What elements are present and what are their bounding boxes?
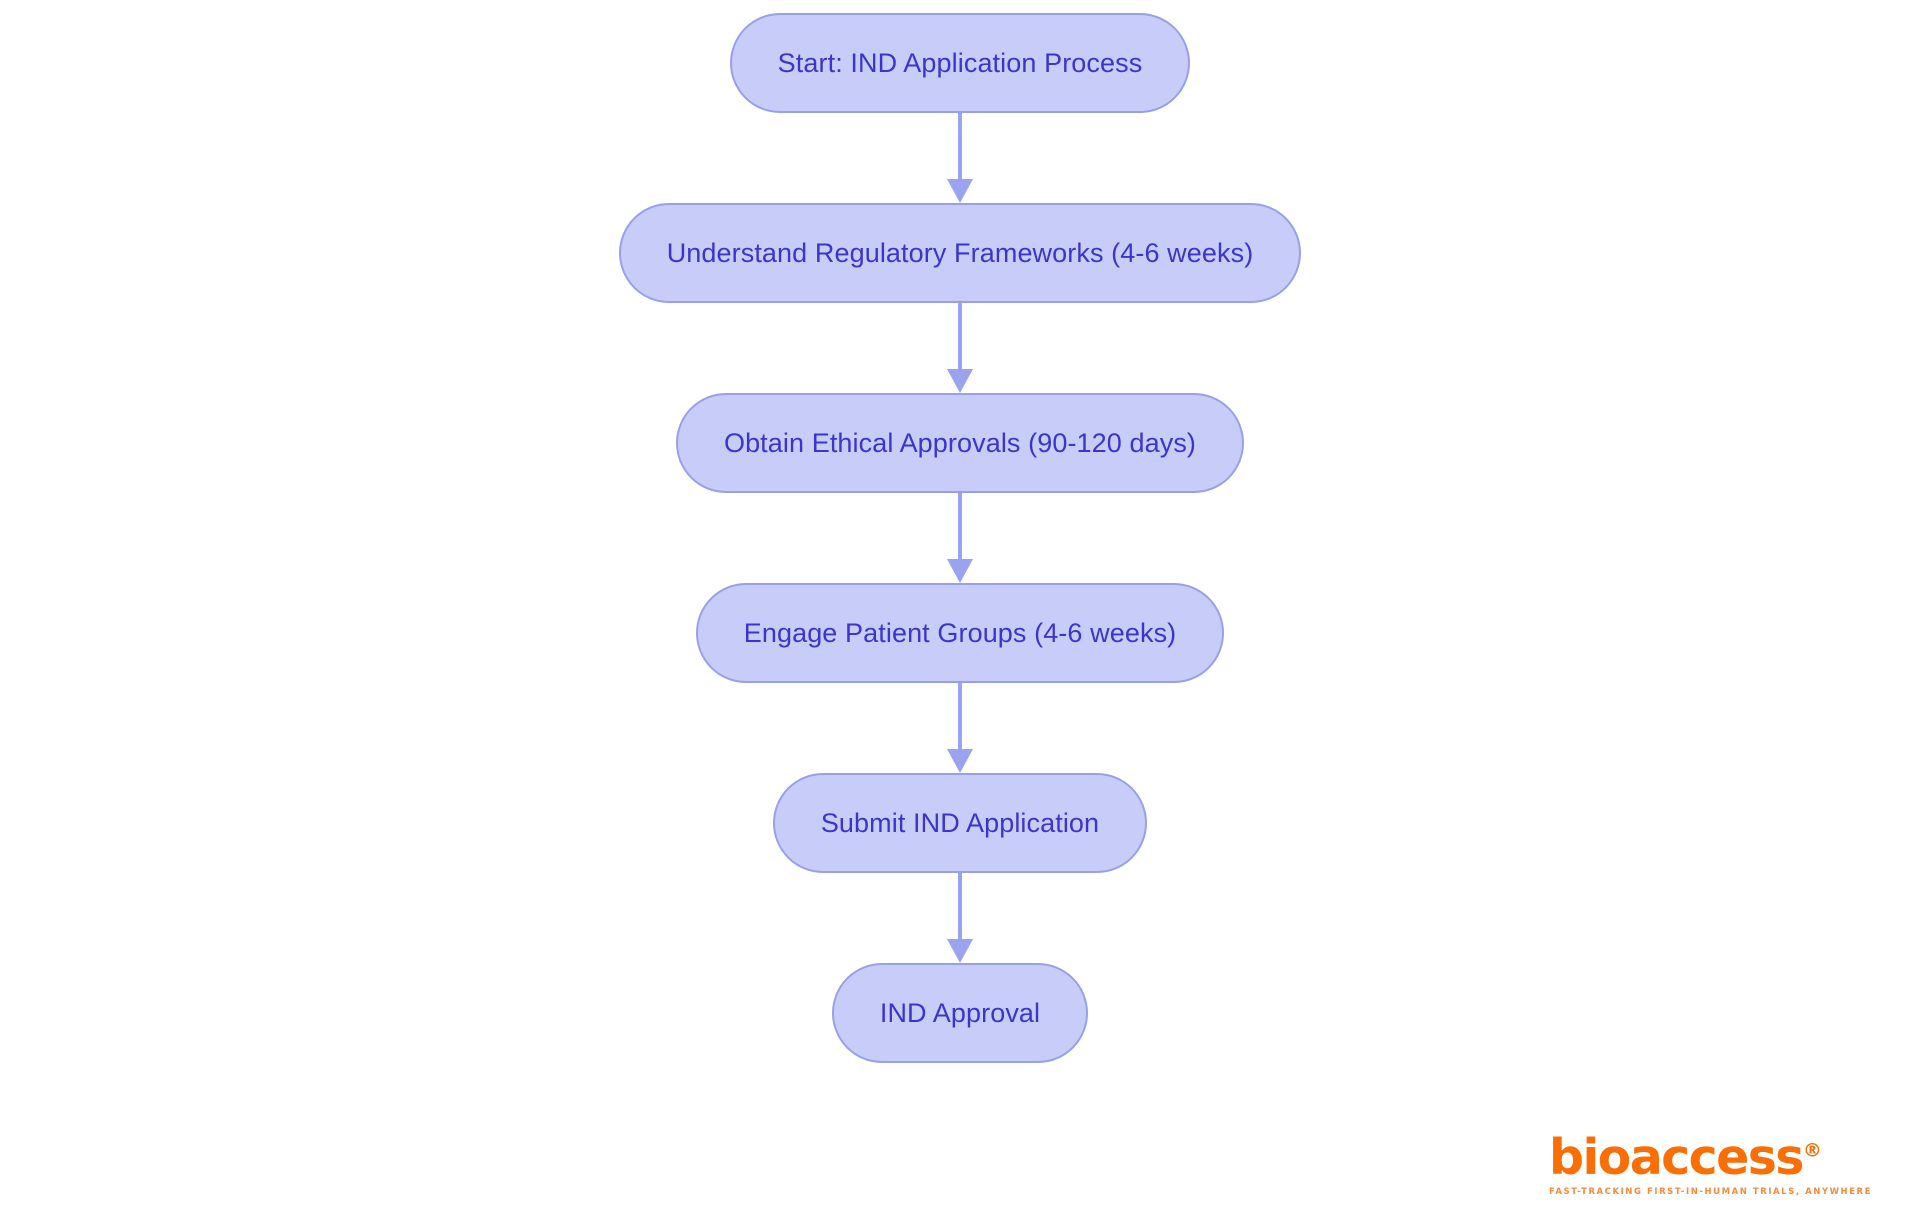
flow-connector-ethical-to-patient <box>945 493 975 583</box>
arrowhead-icon <box>947 939 973 963</box>
flow-node-patient[interactable]: Engage Patient Groups (4-6 weeks) <box>695 583 1225 683</box>
flow-node-regulatory[interactable]: Understand Regulatory Frameworks (4-6 we… <box>618 203 1302 303</box>
flow-connector-regulatory-to-ethical <box>945 303 975 393</box>
flow-connector-patient-to-submit <box>945 683 975 773</box>
connector-line <box>958 493 962 561</box>
connector-line <box>958 683 962 751</box>
connector-line <box>958 303 962 371</box>
logo-wordmark: bioaccess® <box>1549 1133 1822 1182</box>
flow-node-submit[interactable]: Submit IND Application <box>772 773 1148 873</box>
arrowhead-icon <box>947 559 973 583</box>
bioaccess-logo: bioaccess® FAST-TRACKING FIRST-IN-HUMAN … <box>1549 1133 1872 1197</box>
arrowhead-icon <box>947 369 973 393</box>
logo-wordmark-text: bioaccess <box>1548 1129 1804 1186</box>
flow-node-ethical[interactable]: Obtain Ethical Approvals (90-120 days) <box>675 393 1245 493</box>
logo-tagline: FAST-TRACKING FIRST-IN-HUMAN TRIALS, ANY… <box>1548 1187 1872 1197</box>
arrowhead-icon <box>947 179 973 203</box>
flow-connector-start-to-regulatory <box>945 113 975 203</box>
arrowhead-icon <box>947 749 973 773</box>
flow-node-start[interactable]: Start: IND Application Process <box>729 13 1191 113</box>
connector-line <box>958 113 962 181</box>
registered-trademark-icon: ® <box>1802 1139 1822 1162</box>
connector-line <box>958 873 962 941</box>
flow-node-approval[interactable]: IND Approval <box>831 963 1089 1063</box>
flowchart-node-column: Start: IND Application Process Understan… <box>0 13 1920 1063</box>
flow-connector-submit-to-approval <box>945 873 975 963</box>
